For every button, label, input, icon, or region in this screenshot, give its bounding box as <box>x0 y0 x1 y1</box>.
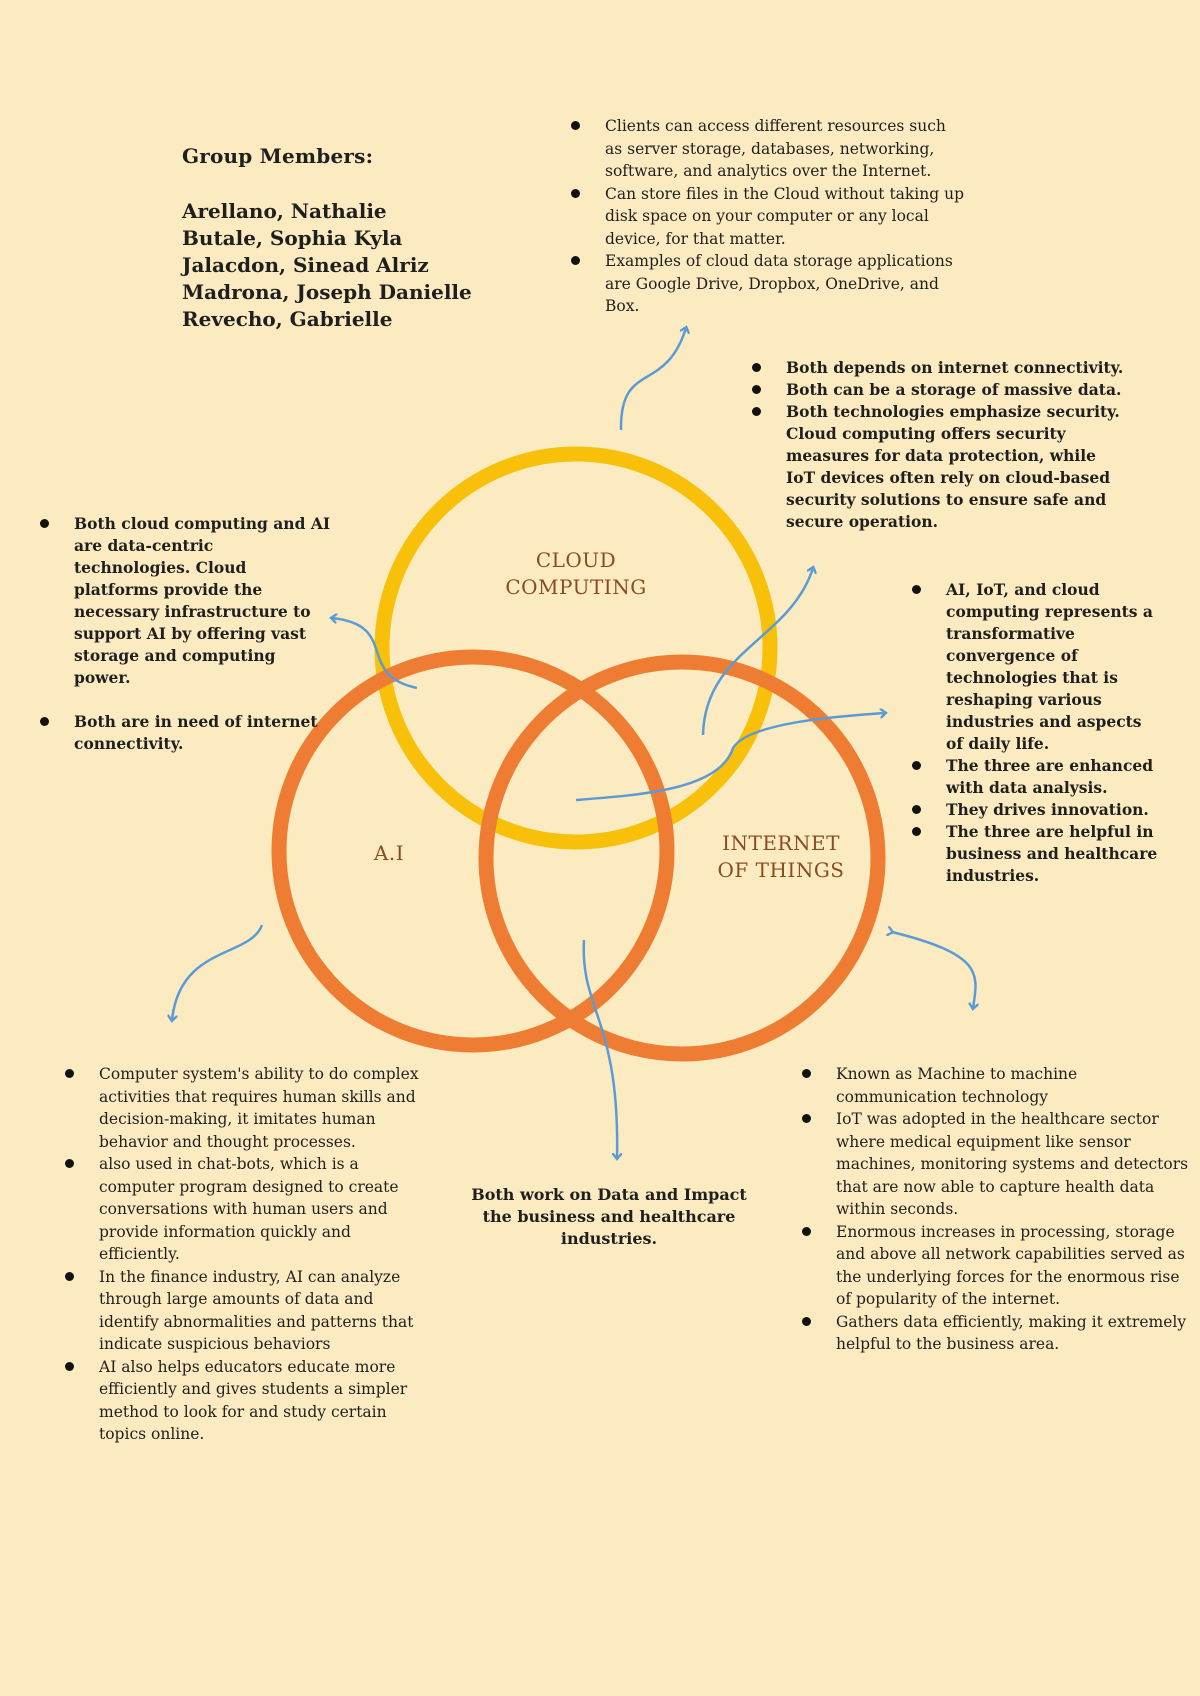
ai-circle <box>271 649 675 1053</box>
list-item: Both can be a storage of massive data. <box>748 379 1128 401</box>
cloud-label-line: COMPUTING <box>505 575 647 599</box>
member-name: Jalacdon, Sinead Alriz <box>182 253 429 277</box>
ai-notes: Computer system's ability to do complex … <box>61 1063 426 1446</box>
list-item: Both cloud computing and AI are data-cen… <box>36 513 334 689</box>
arrow-to-cloud-notes <box>619 328 686 431</box>
iot-label-line: OF THINGS <box>717 858 845 882</box>
cloud-computing-circle <box>374 446 778 850</box>
cloud-ai-notes: Both cloud computing and AI are data-cen… <box>36 513 334 755</box>
member-name: Arellano, Nathalie <box>182 199 387 223</box>
arrow-to-cloud-iot-notes <box>701 568 813 736</box>
cloud-computing-notes: Clients can access different resources s… <box>567 115 967 318</box>
arrow-to-ai-iot-note <box>582 939 617 1158</box>
member-name: Butale, Sophia Kyla <box>182 226 403 250</box>
arrow-to-cloud-ai-notes <box>332 618 418 690</box>
iot-notes: Known as Machine to machine communicatio… <box>798 1063 1198 1356</box>
member-name: Madrona, Joseph Danielle <box>182 280 472 304</box>
iot-label-line: INTERNET <box>722 831 840 855</box>
ai-iot-note: Both work on Data and Impact the busines… <box>471 1185 747 1248</box>
arrow-to-ai-notes <box>172 924 264 1020</box>
list-item: Both depends on internet connectivity. <box>748 357 1128 379</box>
list-item: They drives innovation. <box>908 799 1158 821</box>
list-item: Enormous increases in processing, storag… <box>798 1221 1198 1311</box>
list-item: Computer system's ability to do complex … <box>61 1063 426 1153</box>
group-members-list: Arellano, Nathalie Butale, Sophia Kyla J… <box>182 198 472 333</box>
group-members-heading: Group Members: <box>182 144 374 168</box>
list-item: The three are helpful in business and he… <box>908 821 1158 887</box>
arrow-to-all-three-notes <box>575 713 885 802</box>
list-item: Known as Machine to machine communicatio… <box>798 1063 1198 1108</box>
member-name: Revecho, Gabrielle <box>182 307 393 331</box>
cloud-computing-label: CLOUD COMPUTING <box>476 547 676 601</box>
all-three-notes: AI, IoT, and cloud computing represents … <box>908 579 1158 887</box>
ai-label: A.I <box>373 841 405 865</box>
cloud-label-line: CLOUD <box>535 548 617 572</box>
list-item: Both technologies emphasize security. Cl… <box>748 401 1128 533</box>
list-item: Examples of cloud data storage applicati… <box>567 250 967 318</box>
iot-circle <box>478 654 886 1062</box>
list-item: AI also helps educators educate more eff… <box>61 1356 426 1446</box>
cloud-iot-notes: Both depends on internet connectivity. B… <box>748 357 1128 533</box>
list-item: also used in chat-bots, which is a compu… <box>61 1153 426 1266</box>
iot-label: INTERNET OF THINGS <box>681 830 881 884</box>
list-item: In the finance industry, AI can analyze … <box>61 1266 426 1356</box>
arrow-iot-notes-double <box>892 932 976 1008</box>
list-item: AI, IoT, and cloud computing represents … <box>908 579 1158 755</box>
list-item: Can store files in the Cloud without tak… <box>567 183 967 251</box>
list-item: The three are enhanced with data analysi… <box>908 755 1158 799</box>
list-item: IoT was adopted in the healthcare sector… <box>798 1108 1198 1221</box>
list-item: Both are in need of internet connectivit… <box>36 711 334 755</box>
list-item: Clients can access different resources s… <box>567 115 967 183</box>
list-item: Gathers data efficiently, making it extr… <box>798 1311 1198 1356</box>
